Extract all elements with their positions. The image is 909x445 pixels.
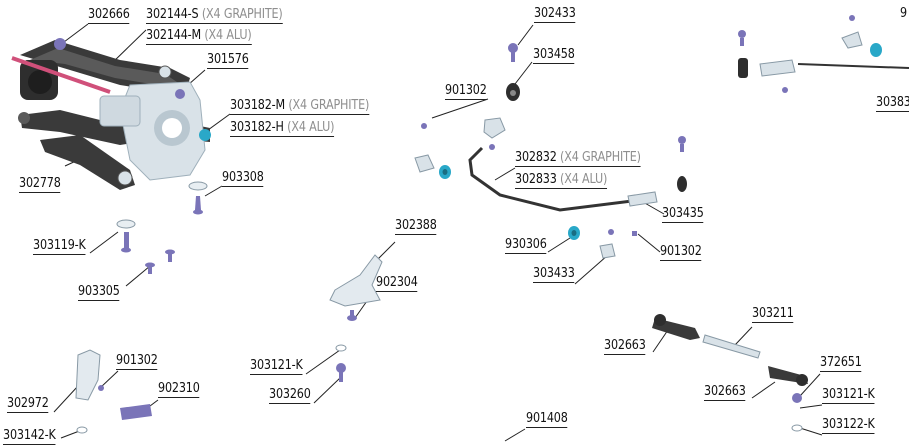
variant-note: (X4 GRAPHITE) <box>560 150 641 165</box>
label-303260: 303260 <box>269 387 311 404</box>
label-301576: 301576 <box>207 52 249 69</box>
label-303182-m: 303182-M (X4 GRAPHITE) <box>230 99 369 115</box>
variant-note: (X4 GRAPHITE) <box>201 7 283 22</box>
upper-right-parts <box>738 15 909 93</box>
label-303182-h: 303182-H (X4 ALU) <box>230 121 334 137</box>
label-901302-top: 901302 <box>445 83 487 100</box>
part-number: 302144-S <box>146 7 199 22</box>
label-901302-mid: 901302 <box>660 244 702 261</box>
upright-assembly <box>11 38 211 190</box>
label-303433: 303433 <box>533 266 575 283</box>
turnbuckle-assembly <box>652 314 808 432</box>
label-302972: 302972 <box>7 396 49 413</box>
label-302663-left: 302663 <box>604 338 646 355</box>
label-303121-k-right: 303121-K <box>822 387 875 404</box>
part-number: 302144-M <box>146 28 201 43</box>
label-cut-30383: 30383 <box>876 95 909 112</box>
label-303458: 303458 <box>533 47 575 64</box>
steering-bracket <box>329 254 383 382</box>
label-903308: 903308 <box>222 170 264 187</box>
bottom-left-parts <box>75 349 152 434</box>
label-303122-k: 303122-K <box>822 417 875 434</box>
variant-note: (X4 GRAPHITE) <box>288 98 370 113</box>
label-302832: 302832 (X4 GRAPHITE) <box>515 151 641 167</box>
label-302144-m: 302144-M (X4 ALU) <box>146 29 252 45</box>
small-parts-left <box>116 181 208 274</box>
variant-note: (X4 ALU) <box>287 120 335 135</box>
label-901302-bottom: 901302 <box>116 353 158 370</box>
part-number: 303182-M <box>230 98 285 113</box>
swaybar-assembly <box>414 43 687 259</box>
label-930306: 930306 <box>505 237 547 254</box>
label-cut-9: 9 <box>900 6 907 21</box>
part-number: 302832 <box>515 150 557 165</box>
label-902304: 902304 <box>376 275 418 292</box>
label-302833: 302833 (X4 ALU) <box>515 173 607 189</box>
label-902310: 902310 <box>158 381 200 398</box>
label-901408: 901408 <box>526 411 568 428</box>
label-303142-k: 303142-K <box>3 428 56 445</box>
variant-note: (X4 ALU) <box>560 172 608 187</box>
label-303119-k: 303119-K <box>33 238 86 255</box>
label-372651: 372651 <box>820 355 862 372</box>
label-303211: 303211 <box>752 306 794 323</box>
label-302433: 302433 <box>534 6 576 23</box>
part-number: 302833 <box>515 172 557 187</box>
label-302663-right: 302663 <box>704 384 746 401</box>
label-302388: 302388 <box>395 218 437 235</box>
variant-note: (X4 ALU) <box>204 28 252 43</box>
label-903305: 903305 <box>78 284 120 301</box>
part-number: 303182-H <box>230 120 284 135</box>
label-302144-s: 302144-S (X4 GRAPHITE) <box>146 8 283 24</box>
label-302666: 302666 <box>88 7 130 24</box>
label-303121-k-mid: 303121-K <box>250 358 303 375</box>
label-303435: 303435 <box>662 206 704 223</box>
label-302778: 302778 <box>19 176 61 193</box>
